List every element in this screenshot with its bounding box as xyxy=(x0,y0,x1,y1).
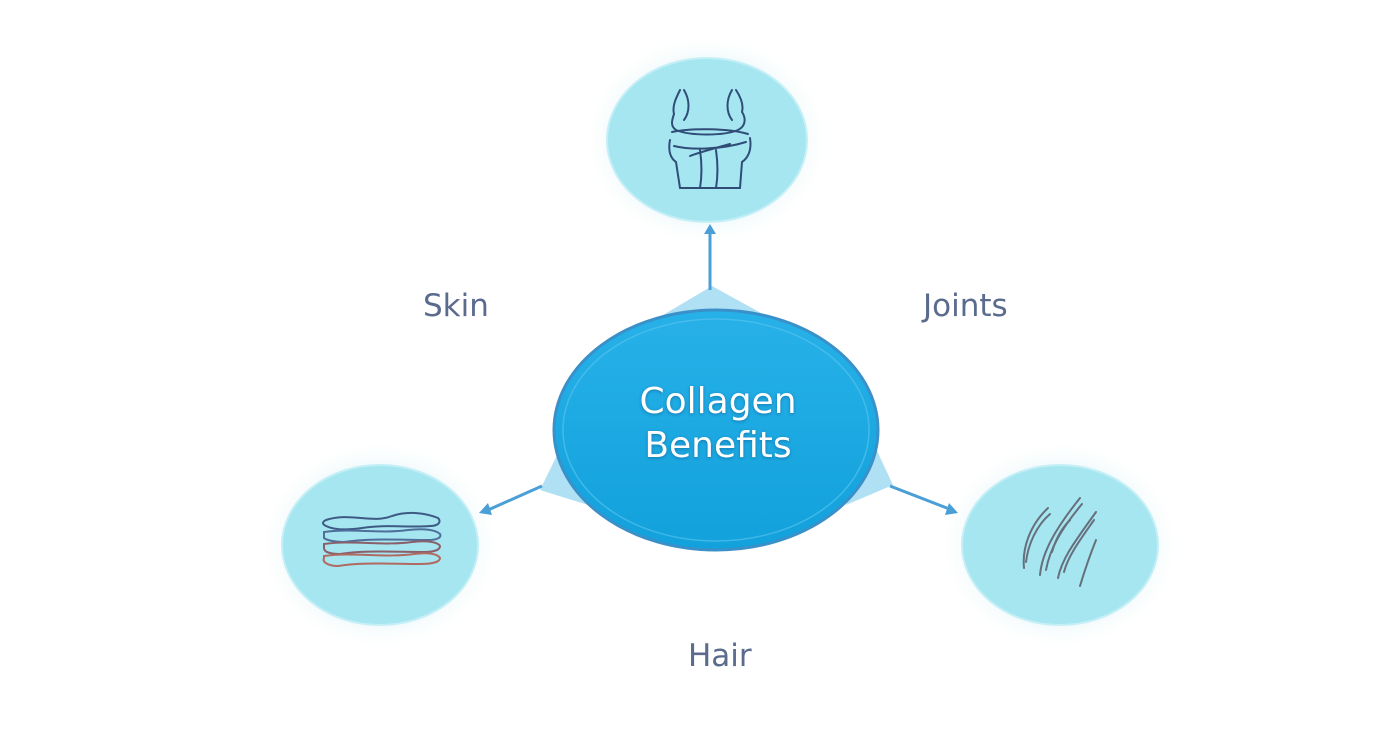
connector-right xyxy=(889,484,953,512)
connectors xyxy=(479,224,958,515)
label-skin: Skin xyxy=(423,288,489,324)
label-hair: Hair xyxy=(688,638,752,674)
center-title-line1: Collagen xyxy=(639,381,797,422)
arrowhead-top xyxy=(704,224,716,234)
right-node xyxy=(961,464,1159,626)
left-node xyxy=(281,464,479,626)
center-node-inner-ring xyxy=(562,318,870,542)
hair-strands-icon xyxy=(1022,497,1097,587)
top-connector-base xyxy=(658,286,770,318)
arrowhead-right xyxy=(945,503,958,515)
top-node xyxy=(606,57,808,223)
knee-joint-icon xyxy=(668,89,752,189)
center-node xyxy=(552,308,880,552)
arrowhead-left xyxy=(479,503,492,515)
center-title-line2: Benefits xyxy=(644,425,792,466)
connector-left xyxy=(487,484,543,512)
label-joints: Joints xyxy=(923,288,1008,324)
skin-layers-icon xyxy=(322,511,442,568)
center-title: Collagen Benefits xyxy=(558,380,878,468)
